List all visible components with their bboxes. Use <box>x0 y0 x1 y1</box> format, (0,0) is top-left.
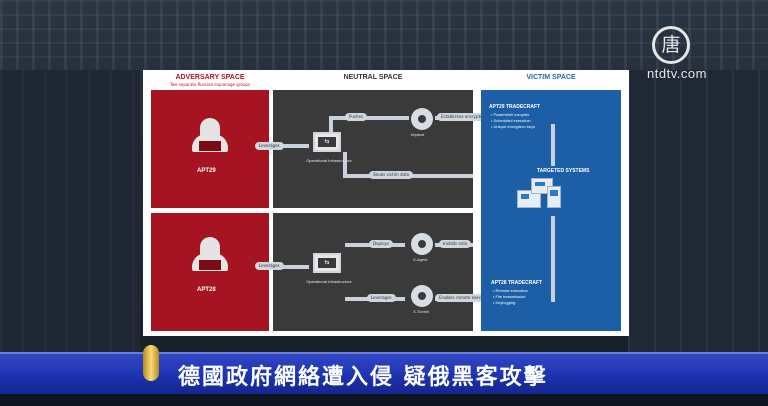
neutral-panel-top: ⇆ Operational Infrastructure Pushes Impl… <box>273 90 532 208</box>
caption-badge-icon <box>143 345 159 381</box>
leverages-label-bottom-2: Leverages <box>367 294 396 302</box>
leverages-label-bottom: Leverages <box>255 262 284 270</box>
infra-label-bottom: Operational Infrastructure <box>306 279 352 284</box>
targeted-systems-icon <box>517 176 561 210</box>
caption-divider <box>0 352 768 354</box>
apt29-tradecraft-title: APT29 TRADECRAFT <box>489 104 541 110</box>
steals-label: Steals victim data <box>369 171 414 179</box>
ntd-logo-icon: 唐 <box>652 26 690 64</box>
adversary-panel-top: APT29 <box>151 90 269 208</box>
neutral-panel-bottom: ⇆ Operational Infrastructure Deploys X-A… <box>273 213 496 331</box>
background-facade-right <box>628 70 768 360</box>
header-neutral: NEUTRAL SPACE <box>343 74 403 81</box>
infrastructure-monitor-icon: ⇆ <box>313 132 341 152</box>
xagent-gear-icon <box>411 233 433 255</box>
xagent-label: X-Agent <box>413 257 428 262</box>
background-facade-left <box>0 70 140 360</box>
infra-label-top: Operational Infrastructure <box>306 158 352 163</box>
infrastructure-monitor-icon: ⇆ <box>313 253 341 273</box>
footer-strip <box>0 394 768 406</box>
xtunnel-gear-icon <box>411 285 433 307</box>
actor-label-apt28: APT28 <box>197 287 216 293</box>
apt28-tradecraft-list: • Remote execution • File transmission •… <box>493 288 528 305</box>
targeted-systems-title: TARGETED SYSTEMS <box>537 168 590 174</box>
xtunnel-label: X-Tunnel <box>413 309 430 314</box>
hacker-icon <box>188 237 232 277</box>
installs-label: Installs onto <box>439 240 472 248</box>
hacker-icon <box>188 118 232 158</box>
deploys-label: Deploys <box>369 240 394 248</box>
implant-label: Implant <box>411 132 425 137</box>
leverages-label-top: Leverages <box>255 142 284 150</box>
header-victim: VICTIM SPACE <box>526 74 576 81</box>
apt29-tradecraft-list: • Powershell compiler • Scheduled execut… <box>491 112 536 129</box>
logo-text: ntdtv.com <box>647 66 707 81</box>
infographic-slide: ADVERSARY SPACE NEUTRAL SPACE VICTIM SPA… <box>143 70 629 336</box>
implant-gear-icon <box>411 108 433 130</box>
background-facade-top <box>0 0 768 70</box>
news-caption: 德國政府網絡遭入侵 疑俄黑客攻擊 <box>178 365 548 390</box>
apt28-tradecraft-title: APT28 TRADECRAFT <box>491 280 543 286</box>
enables-label: Enables remote execution <box>435 294 496 302</box>
pushes-label: Pushes <box>345 113 368 121</box>
actor-label-apt29: APT29 <box>197 168 216 174</box>
header-adversary: ADVERSARY SPACE <box>175 74 245 81</box>
adversary-panel-bottom: APT28 <box>151 213 269 331</box>
victim-panel: APT29 TRADECRAFT • Powershell compiler •… <box>481 90 621 331</box>
news-caption-bar <box>0 354 768 394</box>
adversary-subtitle: Two separate Russian espionage groups <box>170 82 250 87</box>
